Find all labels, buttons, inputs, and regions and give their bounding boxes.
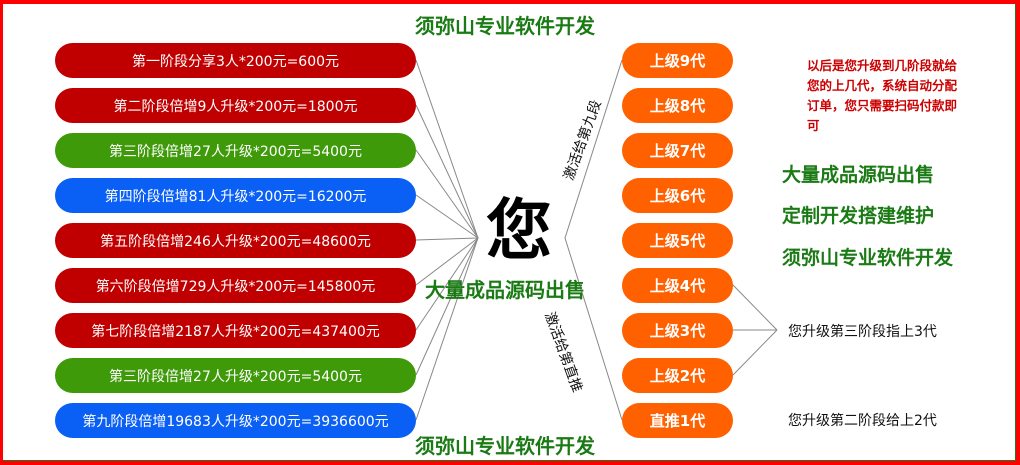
stage-pill-9: 第九阶段倍增19683人升级*200元=3936600元 (55, 403, 416, 438)
caption-second-stage: 您升级第二阶段给上2代 (788, 413, 937, 429)
stage-pill-5: 第五阶段倍增246人升级*200元=48600元 (55, 223, 416, 258)
generation-pill-8: 上级8代 (622, 88, 733, 123)
generation-pill-3: 上级3代 (622, 313, 733, 348)
generation-pill-1-direct: 直推1代 (622, 403, 733, 438)
generation-pill-2: 上级2代 (622, 358, 733, 393)
generation-pill-7: 上级7代 (622, 133, 733, 168)
generation-pill-6: 上级6代 (622, 178, 733, 213)
generation-pill-5: 上级5代 (622, 223, 733, 258)
generation-pill-9: 上级9代 (622, 43, 733, 78)
header-title: 须弥山专业软件开发 (415, 14, 595, 38)
footer-title: 须弥山专业软件开发 (415, 434, 595, 458)
promo-custom-dev: 定制开发搭建维护 (782, 205, 935, 227)
stage-pill-2: 第二阶段倍增9人升级*200元=1800元 (55, 88, 416, 123)
stage-pill-1: 第一阶段分享3人*200元=600元 (55, 43, 416, 78)
caption-third-stage: 您升级第三阶段指上3代 (788, 324, 937, 340)
promo-brand: 须弥山专业软件开发 (782, 247, 954, 269)
stage-pill-3: 第三阶段倍增27人升级*200元=5400元 (55, 133, 416, 168)
center-overlay-promo: 大量成品源码出售 (425, 278, 585, 302)
promo-source-code: 大量成品源码出售 (782, 164, 935, 186)
stage-pill-4: 第四阶段倍增81人升级*200元=16200元 (55, 178, 416, 213)
stage-pill-8: 第三阶段倍增27人升级*200元=5400元 (55, 358, 416, 393)
stage-pill-7: 第七阶段倍增2187人升级*200元=437400元 (55, 313, 416, 348)
generation-pill-4: 上级4代 (622, 268, 733, 303)
system-note: 以后是您升级到几阶段就给您的上几代，系统自动分配订单，您只需要扫码付款即可 (807, 58, 958, 133)
stage-pill-6: 第六阶段倍增729人升级*200元=145800元 (55, 268, 416, 303)
center-you-label: 您 (486, 192, 552, 269)
